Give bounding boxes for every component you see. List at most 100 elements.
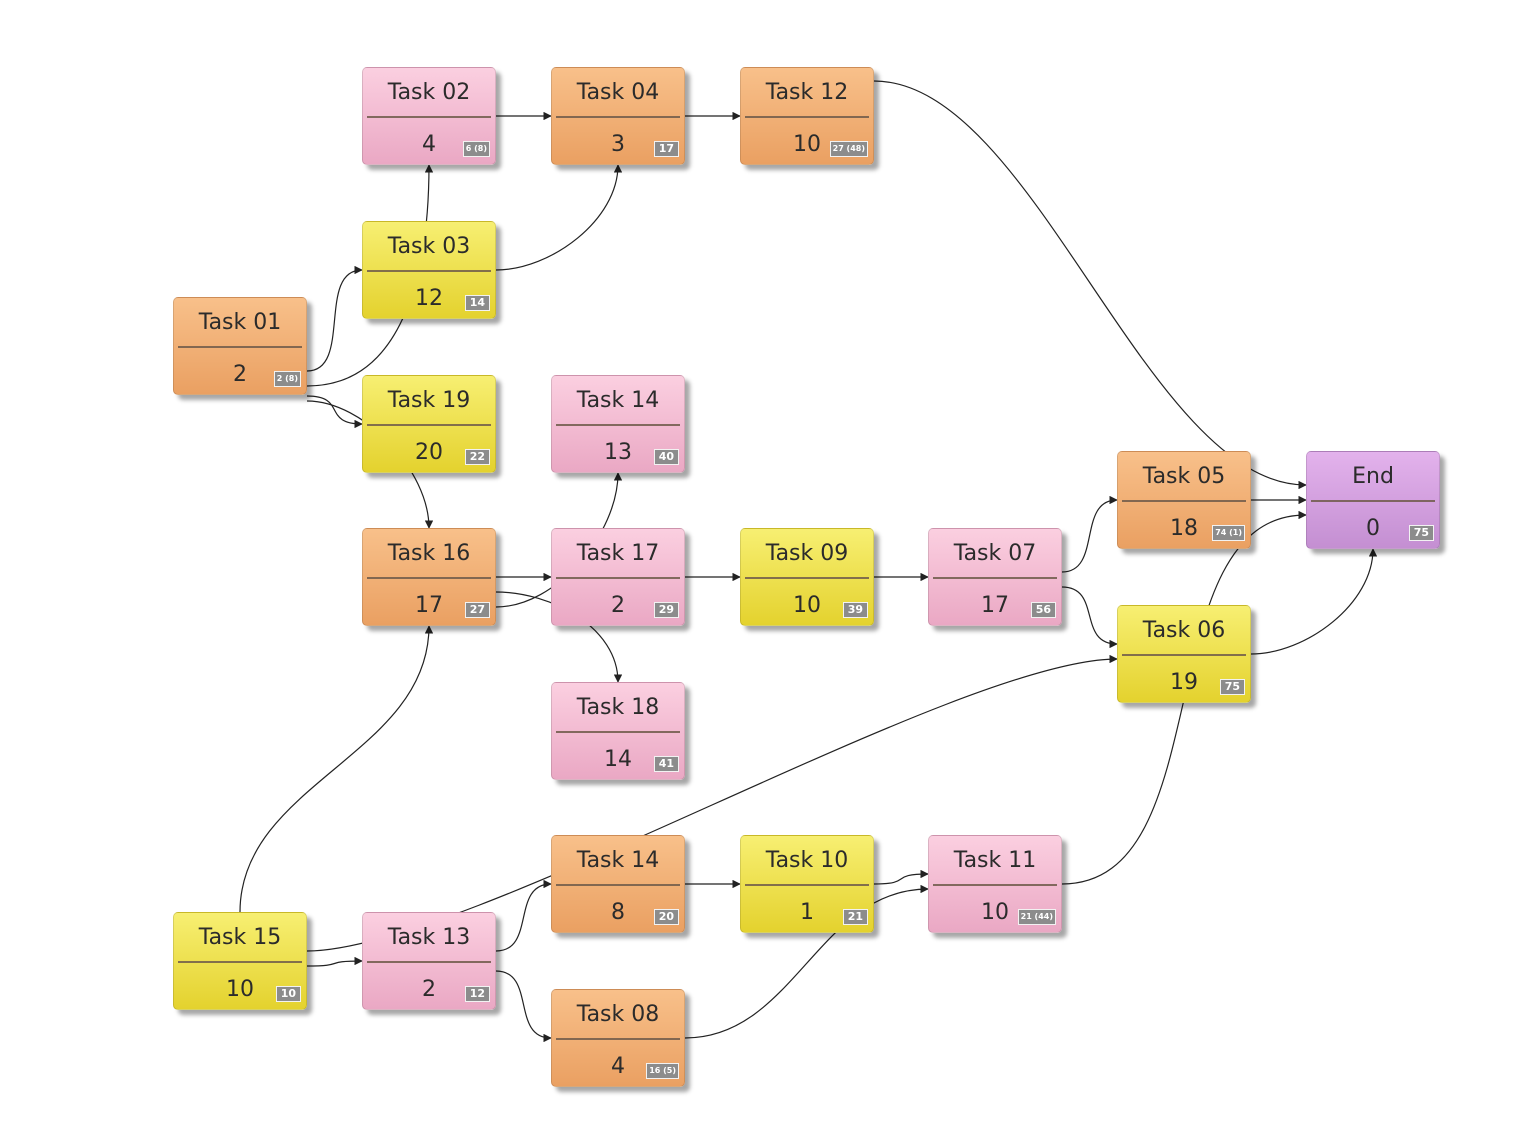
node-duration: 3	[611, 132, 625, 157]
node-divider	[1122, 500, 1246, 502]
node-title: Task 13	[387, 925, 471, 950]
node-title: Task 08	[576, 1002, 660, 1027]
node-duration: 12	[415, 286, 443, 311]
dependency-arrow	[495, 970, 552, 1043]
dependency-arrow	[495, 164, 623, 271]
node-badge: 16 (5)	[646, 1063, 679, 1079]
task-node[interactable]: Task 15 10 10	[173, 912, 307, 1010]
node-duration: 2	[233, 362, 247, 387]
node-divider	[367, 116, 491, 118]
node-divider	[1122, 654, 1246, 656]
node-divider	[745, 577, 869, 579]
task-node[interactable]: Task 06 19 75	[1117, 605, 1251, 703]
node-duration: 2	[611, 593, 625, 618]
node-duration: 13	[604, 440, 632, 465]
node-badge: 20	[653, 909, 679, 925]
node-duration: 10	[226, 977, 254, 1002]
task-node[interactable]: Task 05 18 74 (1)	[1117, 451, 1251, 549]
node-title: Task 05	[1142, 464, 1226, 489]
node-duration: 17	[981, 593, 1009, 618]
task-node[interactable]: Task 17 2 29	[551, 528, 685, 626]
dependency-arrow	[306, 395, 363, 429]
node-title: Task 17	[576, 541, 660, 566]
node-duration: 4	[422, 132, 436, 157]
node-badge: 75	[1219, 679, 1245, 695]
dependency-arrow	[1061, 586, 1118, 649]
dependency-arrow	[306, 956, 363, 967]
node-divider	[178, 961, 302, 963]
task-node[interactable]: Task 19 20 22	[362, 375, 496, 473]
node-badge: 12	[464, 986, 490, 1002]
node-title: Task 09	[765, 541, 849, 566]
node-duration: 2	[422, 977, 436, 1002]
task-node[interactable]: Task 14 8 20	[551, 835, 685, 933]
node-divider	[178, 346, 302, 348]
node-divider	[556, 1038, 680, 1040]
node-duration: 18	[1170, 516, 1198, 541]
node-badge: 22	[464, 449, 490, 465]
node-badge: 41	[653, 756, 679, 772]
task-node[interactable]: Task 16 17 27	[362, 528, 496, 626]
node-badge: 10	[275, 986, 301, 1002]
node-title: Task 16	[387, 541, 471, 566]
node-badge: 21	[842, 909, 868, 925]
node-badge: 56	[1030, 602, 1056, 618]
node-divider	[933, 884, 1057, 886]
dependency-arrow	[1250, 548, 1378, 655]
node-title: Task 06	[1142, 618, 1226, 643]
node-title: Task 11	[953, 848, 1037, 873]
node-divider	[556, 884, 680, 886]
node-duration: 20	[415, 440, 443, 465]
task-node[interactable]: Task 04 3 17	[551, 67, 685, 165]
node-divider	[1311, 500, 1435, 502]
node-badge: 21 (44)	[1017, 909, 1056, 925]
node-title: Task 15	[198, 925, 282, 950]
node-divider	[367, 270, 491, 272]
node-duration: 19	[1170, 670, 1198, 695]
node-title: Task 14	[576, 848, 660, 873]
dependency-arrow	[684, 884, 929, 1039]
dependency-arrow	[239, 625, 434, 913]
node-title: Task 04	[576, 80, 660, 105]
node-badge: 27	[464, 602, 490, 618]
node-divider	[556, 424, 680, 426]
node-badge: 74 (1)	[1212, 525, 1245, 541]
node-badge: 75	[1408, 525, 1434, 541]
node-duration: 8	[611, 900, 625, 925]
node-badge: 17	[653, 141, 679, 157]
node-duration: 10	[793, 593, 821, 618]
node-title: Task 02	[387, 80, 471, 105]
node-divider	[367, 961, 491, 963]
node-title: Task 19	[387, 388, 471, 413]
task-node[interactable]: Task 13 2 12	[362, 912, 496, 1010]
node-duration: 14	[604, 747, 632, 772]
node-title: Task 03	[387, 234, 471, 259]
task-node[interactable]: Task 10 1 21	[740, 835, 874, 933]
task-node[interactable]: Task 07 17 56	[928, 528, 1062, 626]
node-duration: 1	[800, 900, 814, 925]
node-title: Task 10	[765, 848, 849, 873]
node-divider	[367, 424, 491, 426]
node-title: Task 07	[953, 541, 1037, 566]
node-duration: 17	[415, 593, 443, 618]
node-divider	[367, 577, 491, 579]
dependency-arrow	[495, 879, 552, 952]
node-duration: 0	[1366, 516, 1380, 541]
node-divider	[745, 116, 869, 118]
node-divider	[745, 884, 869, 886]
node-title: Task 14	[576, 388, 660, 413]
node-badge: 29	[653, 602, 679, 618]
node-title: Task 12	[765, 80, 849, 105]
